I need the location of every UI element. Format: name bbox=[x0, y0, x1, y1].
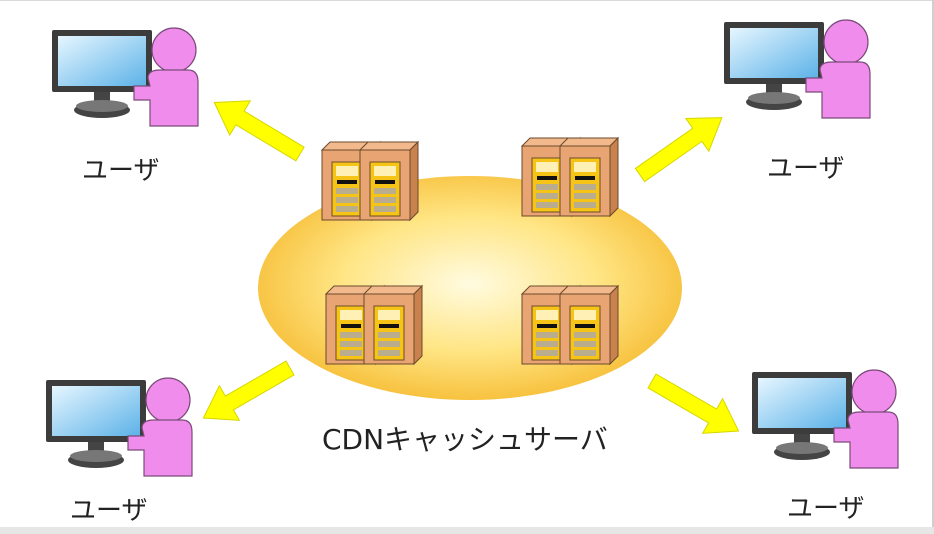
arrow-top-right-icon bbox=[628, 100, 734, 192]
user-computer-top-left-icon bbox=[51, 27, 199, 127]
cdn-cache-server-label: CDNキャッシュサーバ bbox=[322, 423, 608, 456]
arrow-bottom-left-icon bbox=[192, 350, 301, 436]
user-computer-top-right-icon bbox=[723, 19, 871, 119]
frame-top-border bbox=[0, 0, 934, 1]
frame-bottom-border bbox=[0, 527, 934, 534]
user-label-bottom-left: ユーザ bbox=[70, 496, 148, 526]
frame-right-border bbox=[932, 0, 934, 534]
arrow-top-left-icon bbox=[203, 84, 311, 172]
user-label-top-left: ユーザ bbox=[82, 156, 160, 186]
arrow-bottom-right-icon bbox=[641, 363, 750, 449]
user-computer-bottom-right-icon bbox=[751, 369, 899, 469]
server-group-bottom-left-icon bbox=[326, 286, 422, 364]
user-computer-bottom-left-icon bbox=[45, 377, 193, 477]
server-group-top-left-icon bbox=[322, 142, 418, 220]
user-label-top-right: ユーザ bbox=[767, 154, 845, 184]
user-label-bottom-right: ユーザ bbox=[787, 494, 865, 524]
server-group-top-right-icon bbox=[522, 138, 618, 216]
server-group-bottom-right-icon bbox=[522, 286, 618, 364]
